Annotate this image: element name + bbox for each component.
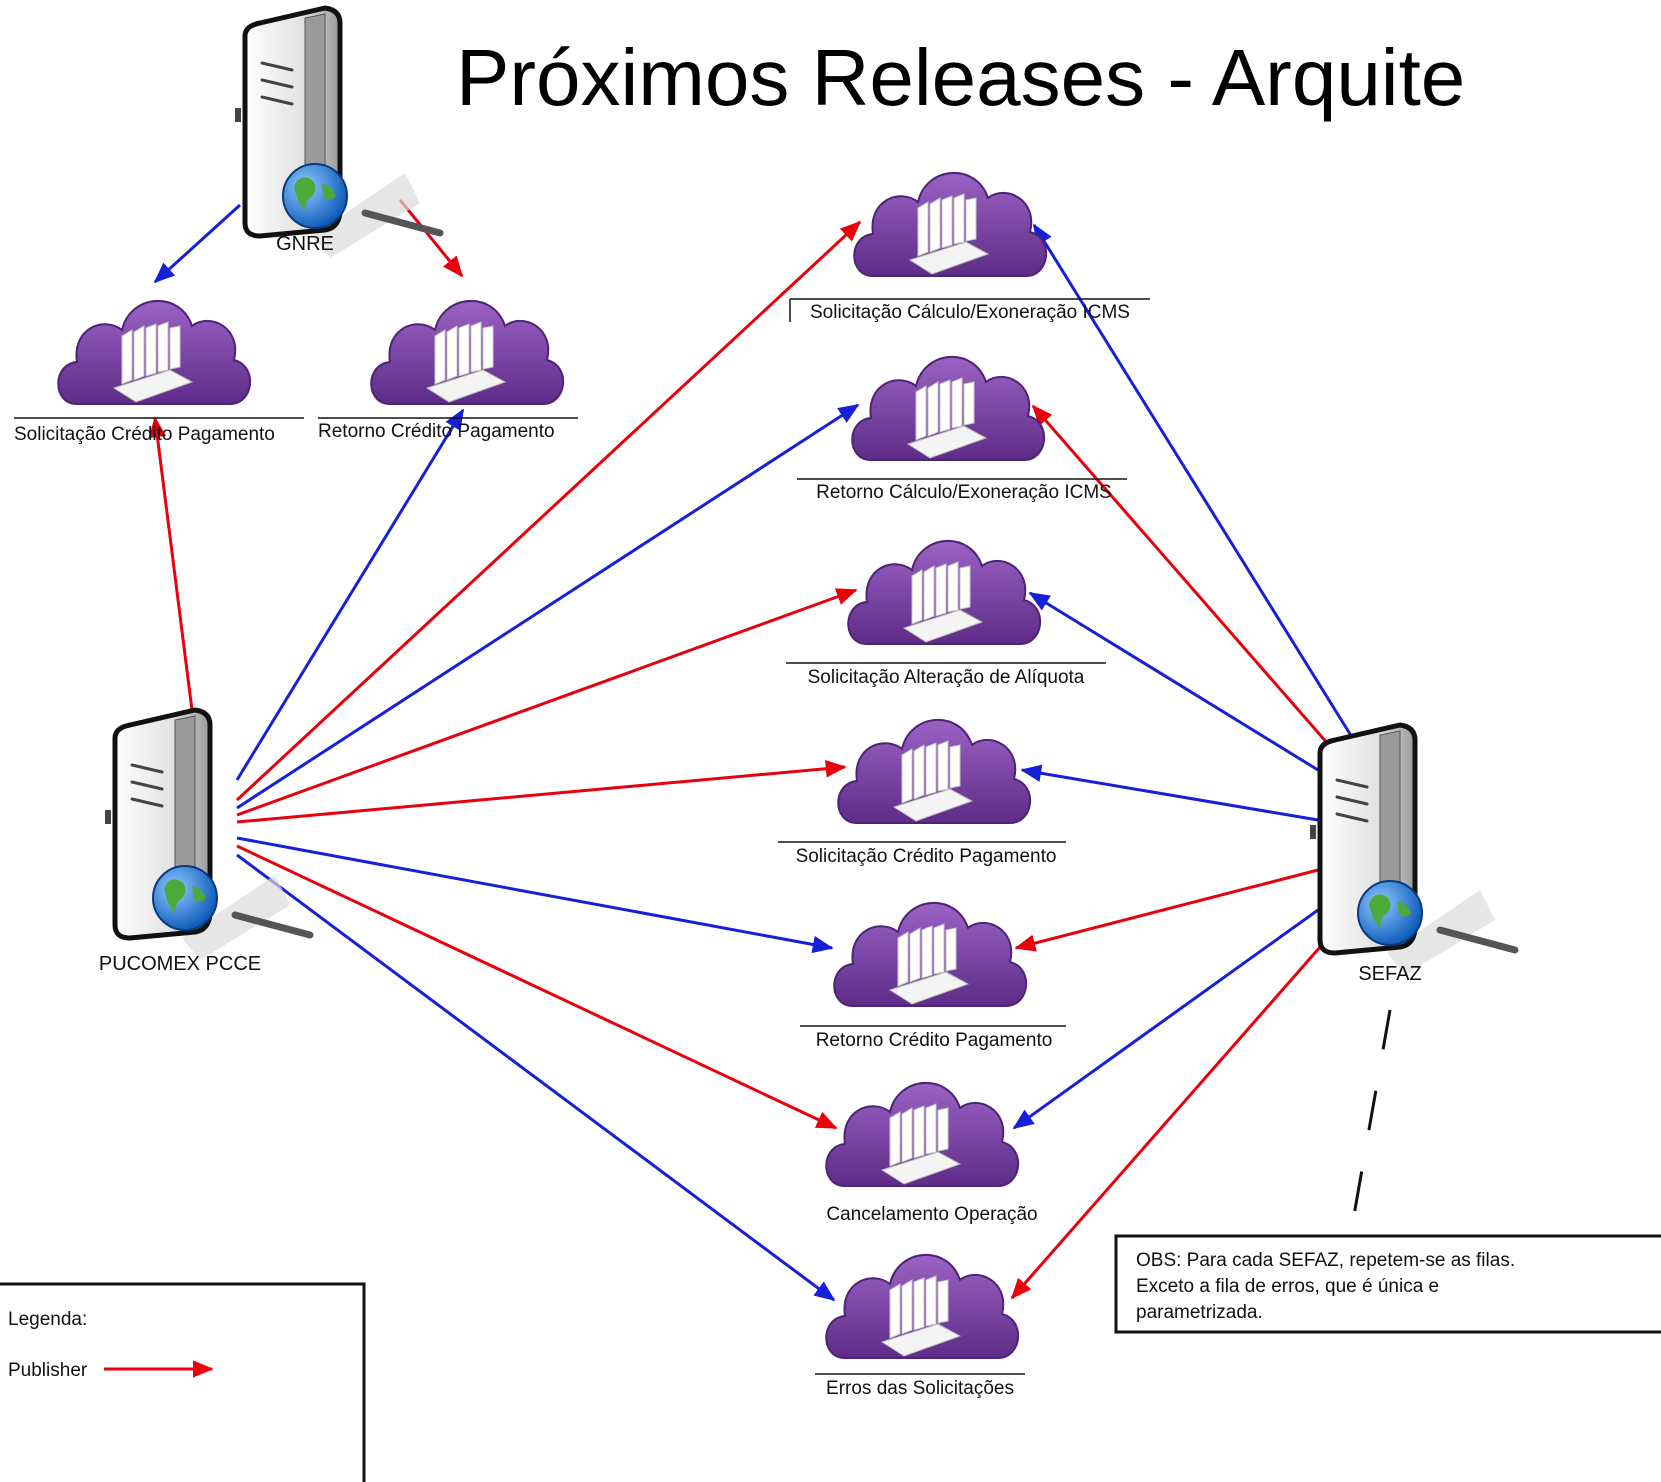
arrow-pucomex-from-retorno-credito-pagamento bbox=[236, 836, 834, 954]
server-sefaz: SEFAZ bbox=[1313, 725, 1515, 985]
queue-retorno-calculo-icms: Retorno Cálculo/Exoneração ICMS bbox=[797, 355, 1127, 503]
server-gnre-label: GNRE bbox=[276, 233, 334, 255]
note-connector-line bbox=[1348, 1009, 1392, 1239]
queue-gnre-retorno-credito: Retorno Crédito Pagamento bbox=[318, 299, 578, 442]
connector-arrows bbox=[148, 199, 1357, 1302]
note-text-line-2: Exceto a fila de erros, que é única e bbox=[1136, 1276, 1439, 1297]
arrow-sefaz-to-retorno-calculo-icms bbox=[1031, 404, 1337, 753]
queue-cancelamento-operacao-label: Cancelamento Operação bbox=[826, 1204, 1037, 1225]
queue-gnre-solicitacao-credito: Solicitação Crédito Pagamento bbox=[14, 299, 304, 445]
arrow-sefaz-to-erros-solicitacoes bbox=[1010, 929, 1337, 1300]
arrow-sefaz-from-solic-alteracao-aliquota bbox=[1028, 591, 1319, 772]
arrow-pucomex-to-solic-alteracao-aliquota bbox=[236, 588, 858, 817]
legend-publisher-label: Publisher bbox=[8, 1360, 88, 1381]
note-text-line-1: OBS: Para cada SEFAZ, repetem-se as fila… bbox=[1136, 1250, 1515, 1271]
arrow-sefaz-to-retorno-credito-pagamento bbox=[1014, 868, 1319, 952]
note-text-line-3: parametrizada. bbox=[1136, 1302, 1263, 1323]
arrow-pucomex-to-solic-credito-pagamento bbox=[236, 760, 847, 824]
arrow-gnre-to-solicitacao-credito bbox=[153, 203, 242, 284]
legend-heading: Legenda: bbox=[8, 1309, 87, 1330]
queue-solic-alteracao-aliquota-label: Solicitação Alteração de Alíquota bbox=[808, 667, 1085, 688]
server-pucomex: PUCOMEX PCCE bbox=[99, 710, 310, 975]
legend-box: Legenda: Publisher bbox=[0, 1282, 366, 1482]
arrow-pucomex-to-solic-calculo-icms bbox=[235, 220, 862, 802]
queue-solic-alteracao-aliquota: Solicitação Alteração de Alíquota bbox=[786, 539, 1106, 688]
queue-cancelamento-operacao: Cancelamento Operação bbox=[825, 1081, 1038, 1225]
server-sefaz-label: SEFAZ bbox=[1358, 963, 1421, 985]
queue-gnre-solicitacao-credito-label: Solicitação Crédito Pagamento bbox=[14, 424, 275, 445]
arrow-sefaz-from-cancelamento-operacao bbox=[1012, 908, 1319, 1130]
arrow-pucomex-from-gnre-retorno bbox=[235, 408, 465, 781]
arrow-pucomex-from-erros-solicitacoes bbox=[236, 853, 836, 1302]
queue-solic-calculo-icms-label: Solicitação Cálculo/Exoneração ICMS bbox=[810, 302, 1130, 323]
queue-erros-solicitacoes-label: Erros das Solicitações bbox=[826, 1378, 1014, 1399]
queue-solic-credito-pagamento: Solicitação Crédito Pagamento bbox=[778, 718, 1066, 867]
queue-solic-credito-pagamento-label: Solicitação Crédito Pagamento bbox=[796, 846, 1057, 867]
queue-solic-calculo-icms: Solicitação Cálculo/Exoneração ICMS bbox=[789, 171, 1150, 323]
queue-retorno-credito-pagamento: Retorno Crédito Pagamento bbox=[800, 901, 1066, 1051]
note-box: OBS: Para cada SEFAZ, repetem-se as fila… bbox=[1114, 1009, 1661, 1334]
arrow-pucomex-to-gnre-solicitacao bbox=[148, 416, 195, 719]
queue-retorno-credito-pagamento-label: Retorno Crédito Pagamento bbox=[816, 1030, 1053, 1051]
arrow-pucomex-to-cancelamento-operacao bbox=[236, 844, 838, 1130]
arrow-sefaz-from-solic-calculo-icms bbox=[1032, 223, 1357, 743]
arrow-pucomex-from-retorno-calculo-icms bbox=[236, 403, 860, 810]
server-pucomex-label: PUCOMEX PCCE bbox=[99, 953, 261, 975]
queue-erros-solicitacoes: Erros das Solicitações bbox=[815, 1253, 1025, 1399]
page-title: Próximos Releases - Arquite bbox=[456, 33, 1465, 122]
queue-gnre-retorno-credito-label: Retorno Crédito Pagamento bbox=[318, 421, 555, 442]
arrow-gnre-to-retorno-credito bbox=[398, 199, 464, 278]
arrow-sefaz-from-solic-credito-pagamento bbox=[1020, 764, 1319, 822]
server-gnre: GNRE bbox=[238, 8, 440, 258]
queue-retorno-calculo-icms-label: Retorno Cálculo/Exoneração ICMS bbox=[816, 482, 1112, 503]
